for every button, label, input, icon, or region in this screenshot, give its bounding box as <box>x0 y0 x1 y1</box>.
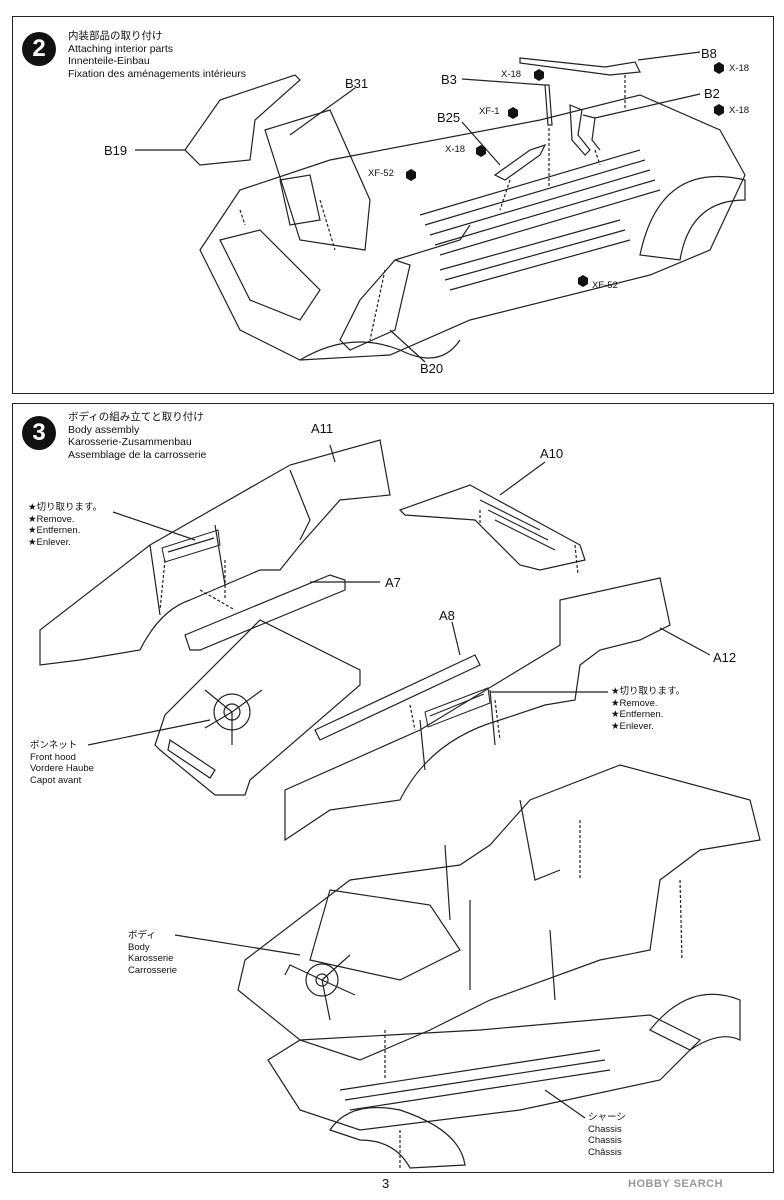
remove-note-left-de: ★Entfernen. <box>28 525 81 536</box>
step-3-title-en: Body assembly <box>68 423 140 436</box>
step-2-title-en: Attaching interior parts <box>68 42 174 55</box>
page-number: 3 <box>382 1176 390 1191</box>
watermark: HOBBY SEARCH <box>628 1178 724 1190</box>
label-a12: A12 <box>713 650 737 665</box>
step-3-panel <box>12 403 774 1173</box>
paint-xf1: XF-1 <box>479 106 500 117</box>
label-b20: B20 <box>420 361 444 376</box>
label-a8: A8 <box>439 608 455 623</box>
remove-note-left-fr: ★Enlever. <box>28 536 71 548</box>
label-b2: B2 <box>704 86 720 101</box>
remove-note-right-de: ★Entfernen. <box>611 709 664 720</box>
hood-label: ボンネット Front hood Vordere Haube Capot ava… <box>30 740 94 786</box>
paint-x18-b2: X-18 <box>729 105 750 116</box>
step-3-title: ボディの組み立てと取り付け Body assembly Karosserie-Z… <box>68 411 206 461</box>
step-3-title-fr: Assemblage de la carrosserie <box>68 448 207 461</box>
label-b31: B31 <box>345 76 369 91</box>
label-b8: B8 <box>701 46 717 61</box>
chassis-label-fr: Châssis <box>588 1146 622 1158</box>
body-label-en: Body <box>128 941 150 953</box>
paint-x18-b3: X-18 <box>501 69 522 80</box>
remove-note-right-fr: ★Enlever. <box>611 720 654 732</box>
remove-note-left-en: ★Remove. <box>28 513 75 525</box>
label-b25: B25 <box>437 110 461 125</box>
label-a10: A10 <box>540 446 564 461</box>
chassis-label-en: Chassis <box>588 1123 622 1135</box>
remove-note-right-jp: ★切り取ります。 <box>611 686 686 697</box>
hood-label-en: Front hood <box>30 751 76 763</box>
paint-x18-b25: X-18 <box>445 144 466 155</box>
step-2-title-de: Innenteile-Einbau <box>68 55 150 67</box>
remove-note-right-en: ★Remove. <box>611 697 658 709</box>
step-3-title-de: Karosserie-Zusammenbau <box>68 436 192 448</box>
remove-note-left: ★切り取ります。 ★Remove. ★Entfernen. ★Enlever. <box>28 502 102 548</box>
step-3-number: 3 <box>22 416 56 450</box>
chassis-label-jp: シャーシ <box>588 1112 626 1123</box>
step-2-number: 2 <box>22 32 56 66</box>
hood-label-jp: ボンネット <box>30 740 78 751</box>
step-2-title: 内装部品の取り付け Attaching interior parts Innen… <box>68 30 246 80</box>
label-a7: A7 <box>385 575 401 590</box>
paint-xf52-lower: XF-52 <box>592 280 618 291</box>
label-b19: B19 <box>104 143 128 158</box>
remove-note-right: ★切り取ります。 ★Remove. ★Entfernen. ★Enlever. <box>611 686 685 732</box>
hood-label-fr: Capot avant <box>30 774 82 786</box>
chassis-label: シャーシ Chassis Chassis Châssis <box>588 1112 626 1158</box>
label-b3: B3 <box>441 72 457 87</box>
step-3-title-jp: ボディの組み立てと取り付け <box>68 411 204 423</box>
remove-note-left-jp: ★切り取ります。 <box>28 502 103 513</box>
step-2-title-jp: 内装部品の取り付け <box>68 30 163 42</box>
body-label: ボディ Body Karosserie Carrosserie <box>128 930 177 976</box>
step-2-title-fr: Fixation des aménagements intérieurs <box>68 67 247 80</box>
paint-xf52-upper: XF-52 <box>368 168 394 179</box>
paint-x18-b8: X-18 <box>729 63 750 74</box>
label-a11: A11 <box>311 421 334 436</box>
chassis-label-de: Chassis <box>588 1135 622 1146</box>
hood-label-de: Vordere Haube <box>30 763 94 774</box>
body-label-de: Karosserie <box>128 953 174 964</box>
body-label-jp: ボディ <box>128 930 156 941</box>
body-label-fr: Carrosserie <box>128 964 178 976</box>
